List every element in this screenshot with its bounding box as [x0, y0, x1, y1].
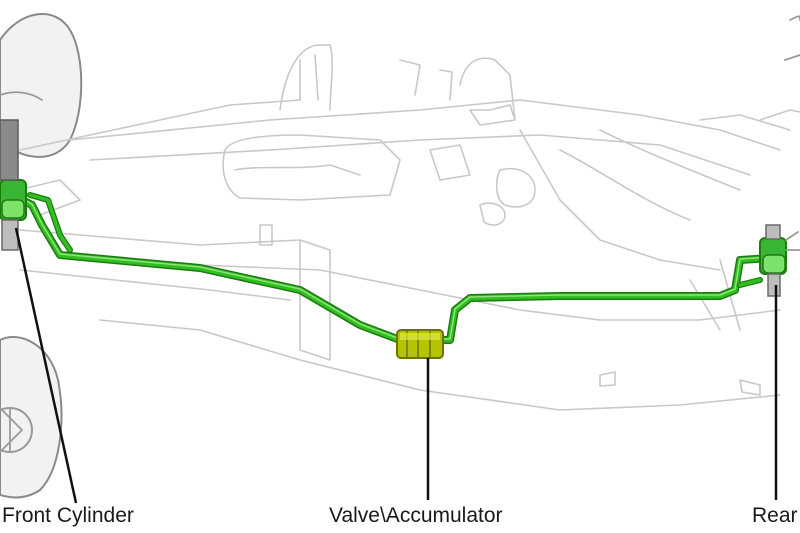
valve-accumulator-label: Valve\Accumulator	[329, 504, 503, 527]
hydraulic-lines	[18, 192, 774, 344]
front-cylinder-label: Front Cylinder	[2, 504, 134, 527]
hydraulic-line-inner	[19, 197, 773, 343]
hydraulic-cylinder-icon	[759, 224, 800, 297]
valve-accumulator-icon	[396, 329, 444, 359]
hydraulic-cylinder-icon	[0, 119, 27, 251]
front-upper-wheel	[0, 13, 83, 158]
front-lower-wheel	[0, 335, 63, 499]
leader-lines	[14, 227, 778, 504]
car-outline	[0, 13, 800, 499]
rear-label: Rear	[752, 504, 798, 527]
hydraulic-line-outer	[18, 196, 774, 344]
hydraulic-line-highlight	[21, 198, 771, 340]
front-cylinder-leader	[14, 227, 78, 504]
